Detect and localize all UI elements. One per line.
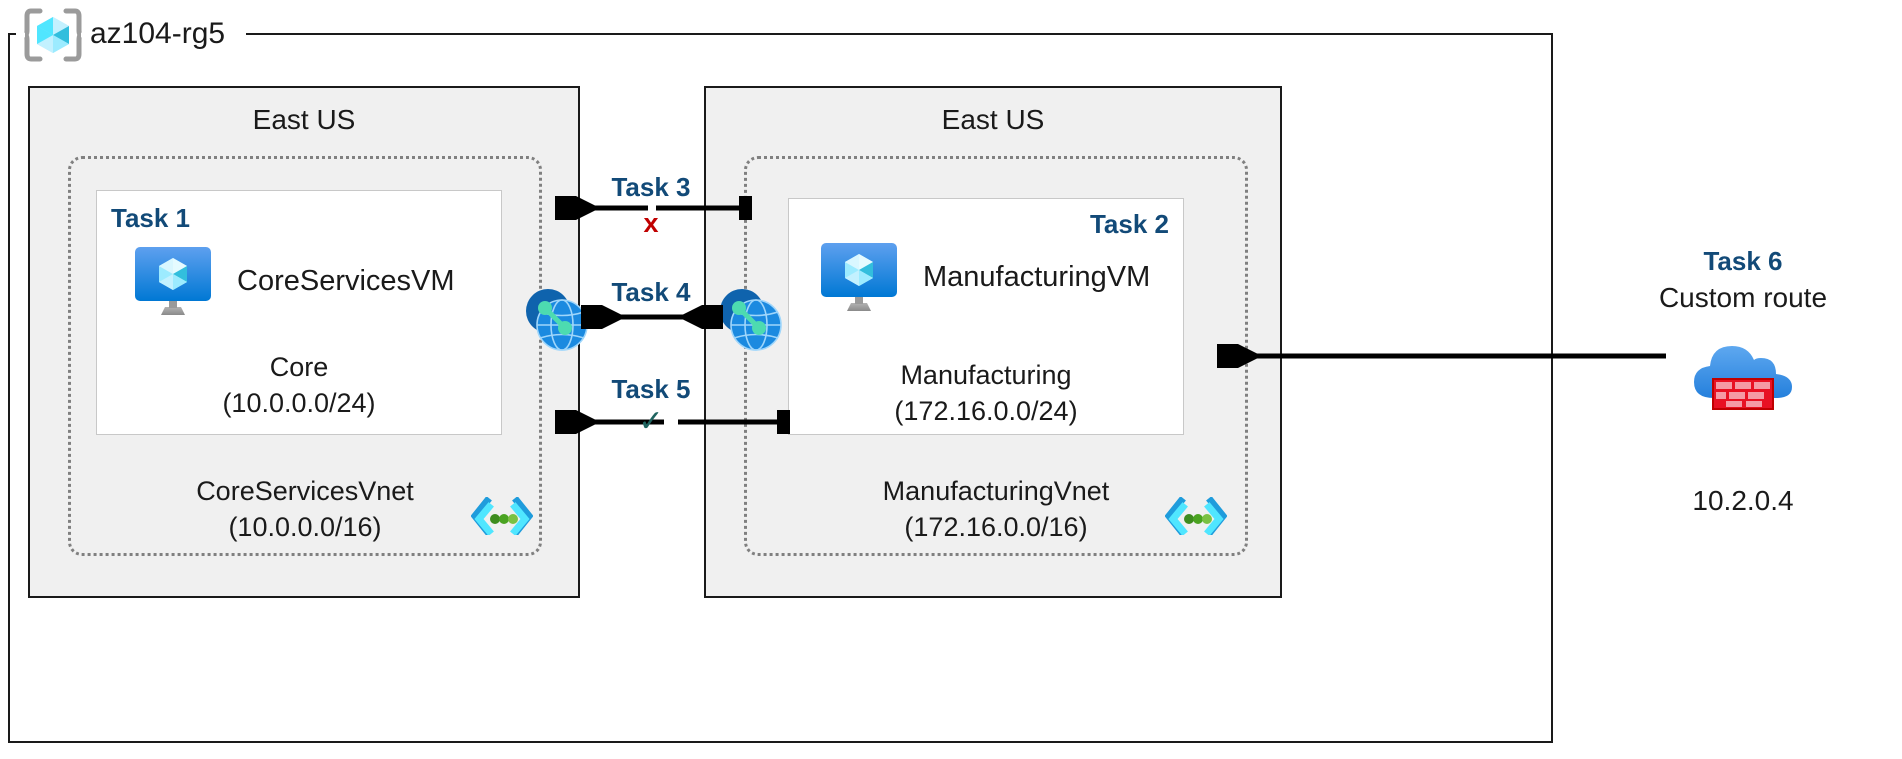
task-tag-task6: Task 6 — [1703, 246, 1783, 276]
task-tag-task2: Task 2 — [1089, 209, 1169, 239]
vm-block-coreservicesvm: CoreServicesVM — [131, 245, 455, 317]
vnet-peering-icon — [712, 281, 786, 355]
subnet-label-core: Core (10.0.0.0/24) — [97, 349, 501, 421]
vnet-label-coreservicesvnet: CoreServicesVnet (10.0.0.0/16) — [71, 473, 539, 545]
custom-route-arrow — [1217, 344, 1666, 368]
vnet-name-text: ManufacturingVnet — [882, 476, 1110, 506]
vnet-brackets-icon — [1164, 496, 1228, 536]
connection-arrow-task4 — [581, 305, 723, 329]
subnet-name-text: Manufacturing — [900, 360, 1072, 390]
connection-arrow-task5 — [555, 410, 790, 434]
azure-firewall-icon — [1690, 332, 1796, 414]
connection-arrow-task3 — [555, 196, 752, 220]
subnet-name-text: Core — [269, 352, 329, 382]
custom-route-label: Custom route — [1658, 282, 1828, 313]
azure-resource-group-icon — [23, 8, 83, 62]
virtual-machine-icon — [131, 245, 215, 317]
connection-label-task4: Task 4 — [611, 277, 691, 307]
subnet-box-core: Task 1 — [96, 190, 502, 435]
vnet-cidr-text: (10.0.0.0/16) — [228, 512, 382, 542]
resource-group-frame — [8, 33, 1553, 743]
vm-block-manufacturingvm: ManufacturingVM — [817, 241, 1150, 313]
task-tag-task1: Task 1 — [111, 203, 191, 233]
vm-name-coreservicesvm: CoreServicesVM — [237, 264, 455, 297]
connection-label-task3: Task 3 — [611, 172, 691, 202]
region-label-left: East US — [252, 104, 356, 135]
vnet-label-manufacturingvnet: ManufacturingVnet (172.16.0.0/16) — [747, 473, 1245, 545]
subnet-cidr-text: (172.16.0.0/24) — [894, 396, 1078, 426]
subnet-box-manufacturing: Task 2 — [788, 198, 1184, 435]
vm-name-manufacturingvm: ManufacturingVM — [923, 260, 1151, 293]
vnet-cidr-text: (172.16.0.0/16) — [904, 512, 1088, 542]
virtual-machine-icon — [817, 241, 901, 313]
vnet-brackets-icon — [470, 496, 534, 536]
subnet-cidr-text: (10.0.0.0/24) — [222, 388, 376, 418]
firewall-ip-address: 10.2.0.4 — [1692, 485, 1794, 516]
status-mark-blocked: x — [643, 208, 659, 238]
connection-label-task5: Task 5 — [611, 374, 691, 404]
region-label-right: East US — [941, 104, 1045, 135]
status-mark-allowed: ✓ — [638, 405, 664, 438]
vnet-peering-icon — [518, 281, 592, 355]
vnet-box-manufacturingvnet: ManufacturingVnet (172.16.0.0/16) — [744, 156, 1248, 556]
resource-group-title: az104-rg5 — [90, 17, 226, 50]
vnet-name-text: CoreServicesVnet — [196, 476, 414, 506]
subnet-label-manufacturing: Manufacturing (172.16.0.0/24) — [789, 357, 1183, 429]
vnet-box-coreservicesvnet: CoreServicesVnet (10.0.0.0/16) — [68, 156, 542, 556]
